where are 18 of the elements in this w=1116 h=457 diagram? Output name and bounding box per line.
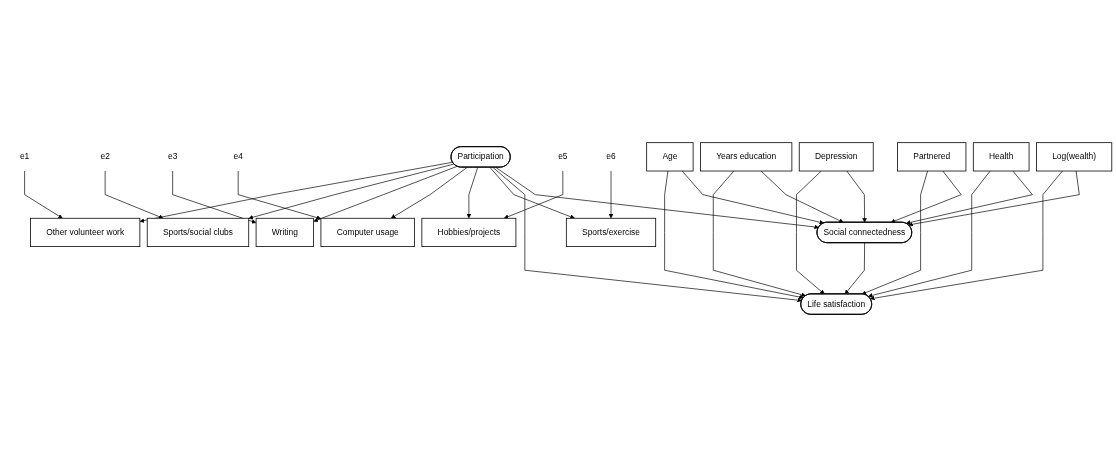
node-text: e2 bbox=[100, 152, 110, 162]
node-box: Depression bbox=[798, 142, 874, 172]
node-box: Writing bbox=[255, 217, 314, 247]
node-box: Years education bbox=[700, 142, 793, 172]
node-box: Log(wealth) bbox=[1036, 142, 1113, 172]
node-box: Sports/exercise bbox=[565, 217, 657, 247]
node-box: Health bbox=[972, 142, 1030, 172]
node-box: Age bbox=[646, 142, 694, 172]
node-text: e5 bbox=[558, 152, 568, 162]
node-text: e3 bbox=[167, 152, 178, 162]
node-box: Partnered bbox=[897, 142, 967, 172]
node-text: e4 bbox=[233, 152, 243, 162]
node-text: e1 bbox=[19, 152, 30, 162]
node-box: Sports/social clubs bbox=[146, 217, 250, 247]
node-box: Hobbies/projects bbox=[421, 217, 517, 247]
node-box: Other volunteer work bbox=[30, 217, 141, 247]
node-box: Computer usage bbox=[320, 217, 415, 247]
node-text: e6 bbox=[606, 152, 616, 162]
